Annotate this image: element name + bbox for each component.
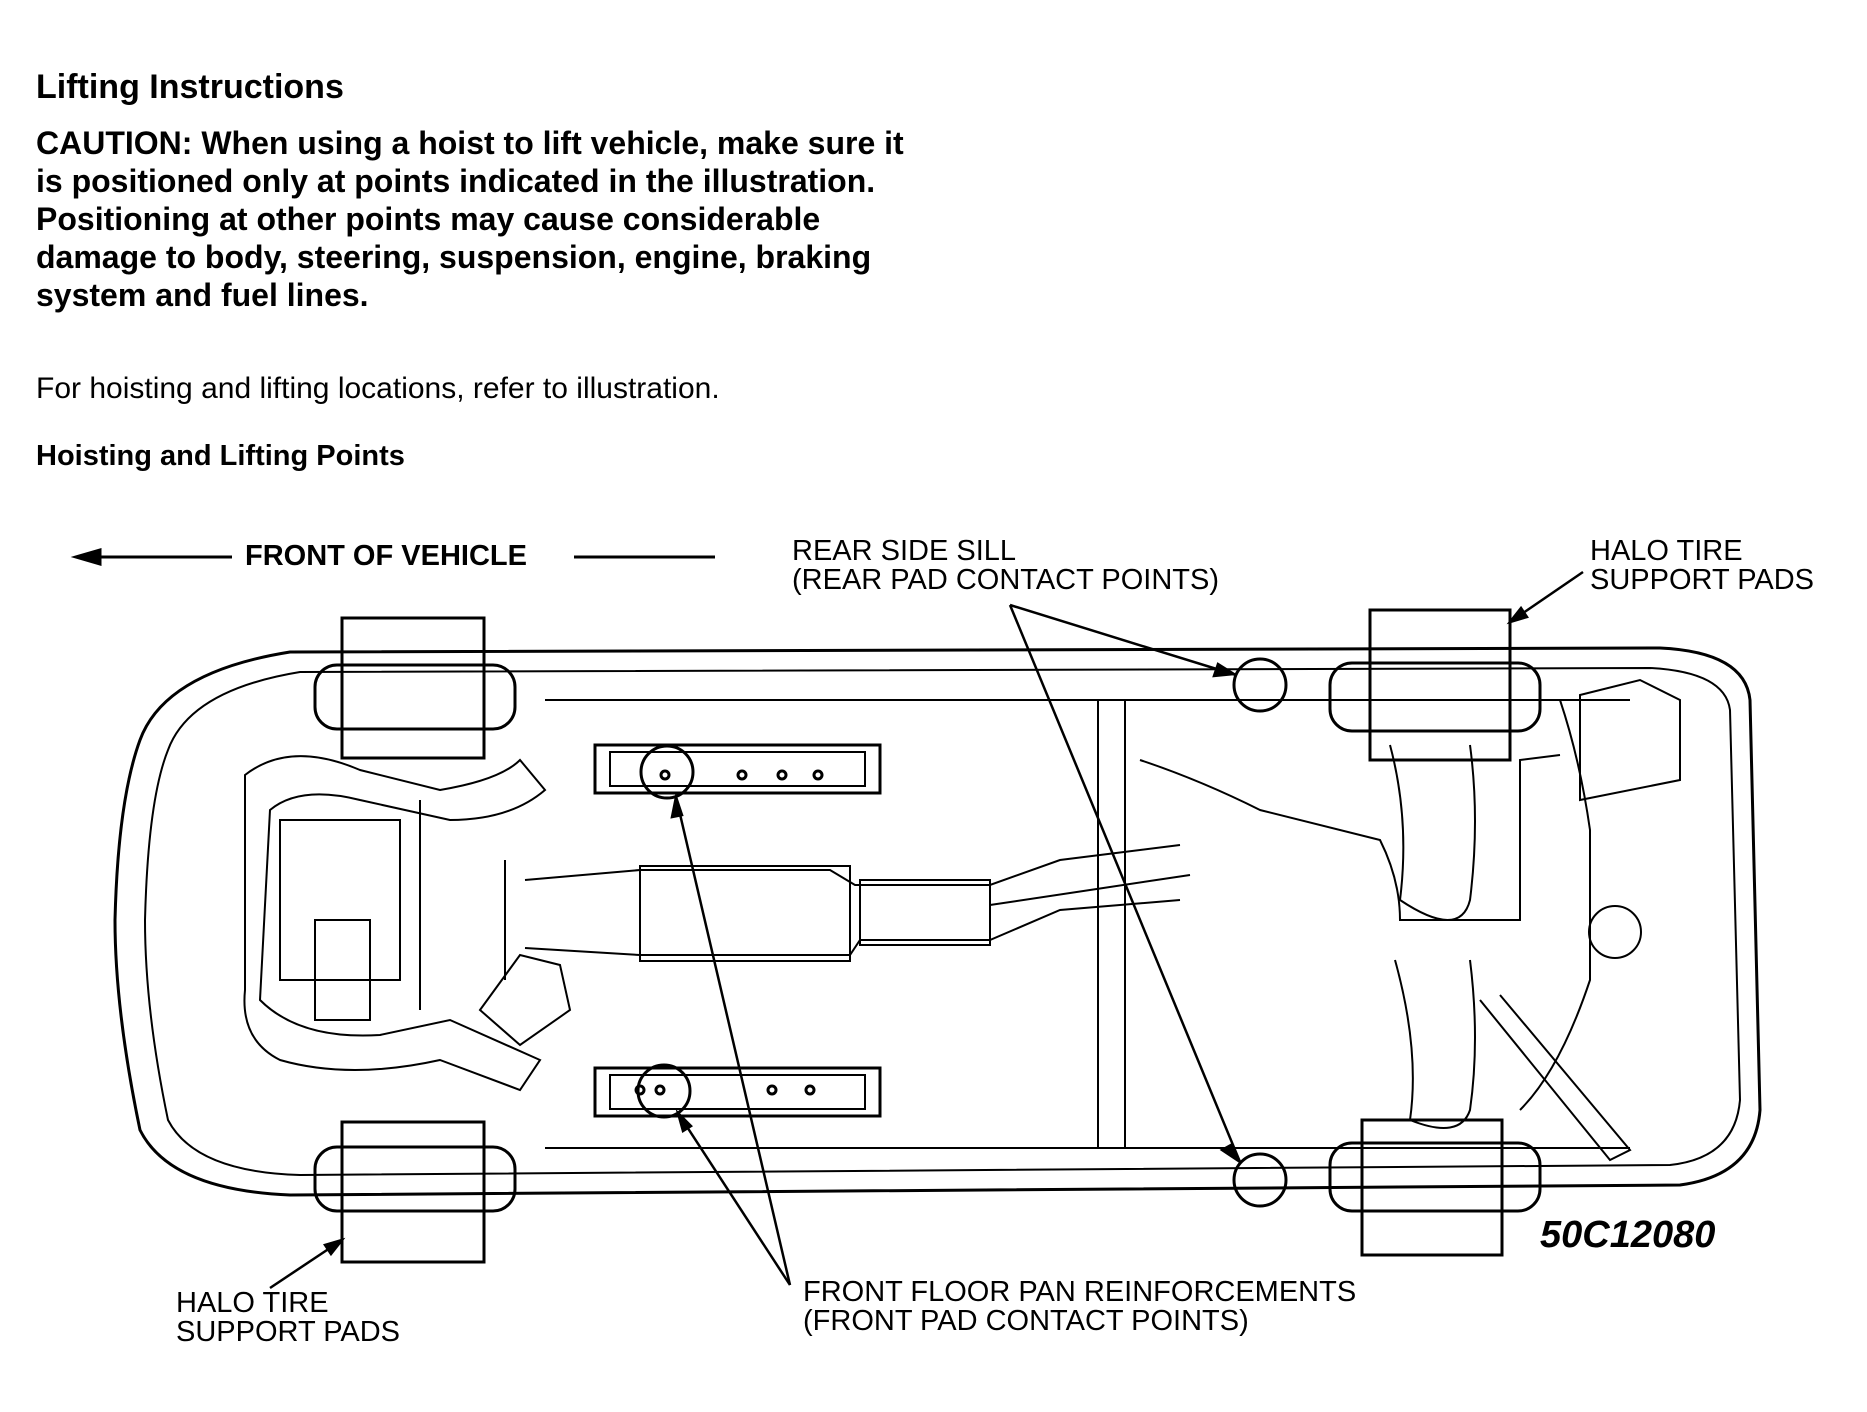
section-subheading: Hoisting and Lifting Points xyxy=(36,440,405,472)
rear-sill-contact-point-top xyxy=(1232,657,1288,713)
front-floor-pan-right xyxy=(593,1066,882,1118)
front-floor-pan-label: FRONT FLOOR PAN REINFORCEMENTS xyxy=(803,1276,1357,1308)
figure-number: 50C12080 xyxy=(1540,1214,1716,1256)
halo-pad-leader-lines xyxy=(269,570,1584,1290)
front-direction-arrow xyxy=(70,548,715,566)
rear-suspension xyxy=(1097,678,1681,1162)
rear-sill-contact-point-bottom xyxy=(1232,1152,1288,1208)
rear-right-wheel xyxy=(1328,1118,1542,1257)
driveline-exhaust xyxy=(524,844,1191,962)
floor-pan-leader-lines xyxy=(670,792,792,1286)
front-of-vehicle-label: FRONT OF VEHICLE xyxy=(245,540,527,572)
halo-tire-rear-label-1: HALO TIRE xyxy=(1590,535,1743,567)
caution-text: CAUTION: When using a hoist to lift vehi… xyxy=(36,125,904,313)
front-right-wheel xyxy=(313,1120,517,1264)
vehicle-body-inner-line xyxy=(143,666,1742,1177)
rear-side-sill-label: REAR SIDE SILL xyxy=(792,535,1017,567)
rear-left-wheel xyxy=(1328,608,1542,762)
front-floor-pan-left xyxy=(593,743,882,795)
instruction-text: For hoisting and lifting locations, refe… xyxy=(36,372,720,405)
front-left-wheel xyxy=(313,616,517,760)
engine-subframe xyxy=(243,755,572,1092)
halo-tire-front-label-1: HALO TIRE xyxy=(176,1287,329,1319)
spare-tire-well xyxy=(1588,905,1642,959)
rear-pad-contact-label: (REAR PAD CONTACT POINTS) xyxy=(792,564,1219,596)
page-heading: Lifting Instructions xyxy=(36,68,344,106)
front-pad-contact-label: (FRONT PAD CONTACT POINTS) xyxy=(803,1305,1249,1337)
vehicle-body-outline xyxy=(113,646,1762,1197)
floor-pan-contact-point-top xyxy=(639,744,695,800)
halo-tire-front-label-2: SUPPORT PADS xyxy=(176,1316,401,1348)
floor-pan-contact-point-bottom xyxy=(636,1063,692,1119)
halo-tire-rear-label-2: SUPPORT PADS xyxy=(1590,564,1815,596)
rear-sill-leader-lines xyxy=(1008,603,1242,1164)
